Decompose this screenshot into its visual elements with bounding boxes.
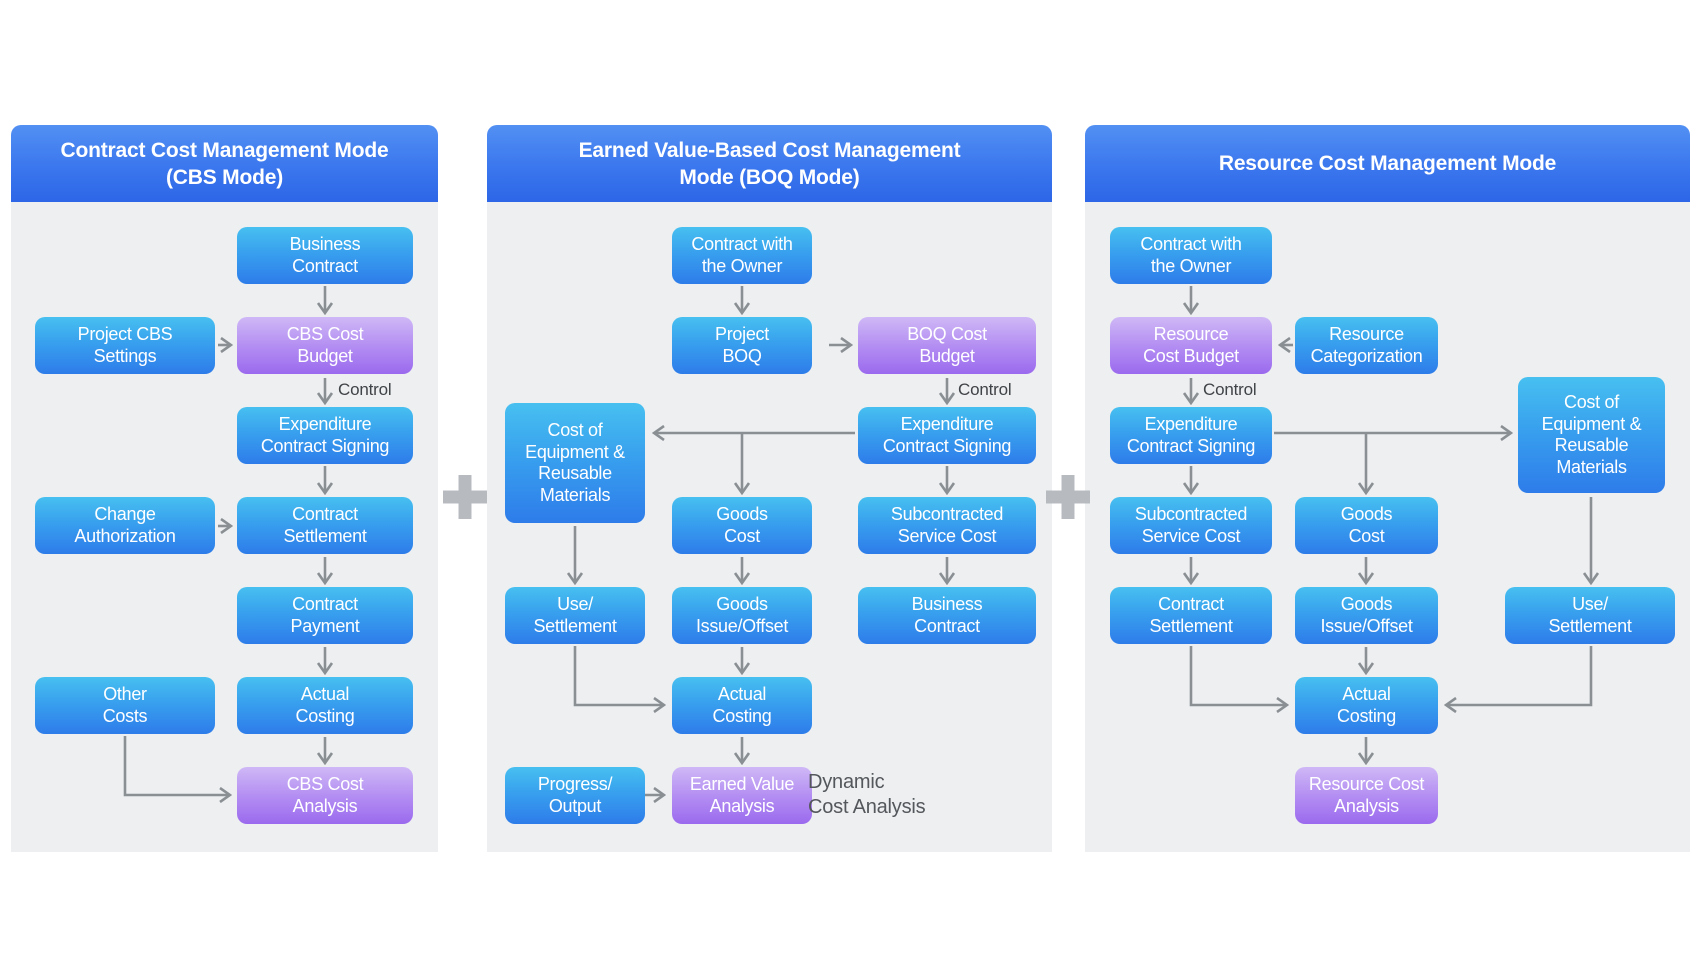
- node-subcontracted-service-cost: Subcontracted Service Cost: [858, 497, 1036, 554]
- node-cost-of-equipment: Cost of Equipment & Reusable Materials: [505, 403, 645, 523]
- node-contract-payment: Contract Payment: [237, 587, 413, 644]
- node-subcontracted-service-cost-3: Subcontracted Service Cost: [1110, 497, 1272, 554]
- node-goods-issue-offset: Goods Issue/Offset: [672, 587, 812, 644]
- node-expenditure-contract-signing-3: Expenditure Contract Signing: [1110, 407, 1272, 464]
- node-goods-issue-offset-3: Goods Issue/Offset: [1295, 587, 1438, 644]
- node-cost-of-equipment-3: Cost of Equipment & Reusable Materials: [1518, 377, 1665, 493]
- node-resource-cost-budget: Resource Cost Budget: [1110, 317, 1272, 374]
- control-label: Control: [1203, 380, 1257, 399]
- node-expenditure-contract-signing: Expenditure Contract Signing: [237, 407, 413, 464]
- node-progress-output: Progress/ Output: [505, 767, 645, 824]
- node-project-cbs-settings: Project CBS Settings: [35, 317, 215, 374]
- node-cbs-cost-budget: CBS Cost Budget: [237, 317, 413, 374]
- node-use-settlement: Use/ Settlement: [505, 587, 645, 644]
- plus-icon: [1046, 475, 1090, 519]
- node-expenditure-contract-signing: Expenditure Contract Signing: [858, 407, 1036, 464]
- panel-title-cbs-mode: Contract Cost Management Mode (CBS Mode): [11, 125, 438, 202]
- node-earned-value-analysis: Earned Value Analysis: [672, 767, 812, 824]
- panel-title-resource-mode: Resource Cost Management Mode: [1085, 125, 1690, 202]
- node-other-costs: Other Costs: [35, 677, 215, 734]
- node-use-settlement-3: Use/ Settlement: [1505, 587, 1675, 644]
- control-label: Control: [958, 380, 1012, 399]
- panel-title-boq-mode: Earned Value-Based Cost Management Mode …: [487, 125, 1052, 202]
- node-contract-with-owner: Contract with the Owner: [672, 227, 812, 284]
- node-resource-cost-analysis: Resource Cost Analysis: [1295, 767, 1438, 824]
- node-contract-with-owner-3: Contract with the Owner: [1110, 227, 1272, 284]
- node-cbs-cost-analysis: CBS Cost Analysis: [237, 767, 413, 824]
- node-change-authorization: Change Authorization: [35, 497, 215, 554]
- node-actual-costing-3: Actual Costing: [1295, 677, 1438, 734]
- plus-icon: [443, 475, 487, 519]
- node-goods-cost: Goods Cost: [672, 497, 812, 554]
- node-actual-costing: Actual Costing: [237, 677, 413, 734]
- node-business-contract: Business Contract: [237, 227, 413, 284]
- control-label: Control: [338, 380, 392, 399]
- node-contract-settlement-3: Contract Settlement: [1110, 587, 1272, 644]
- node-business-contract-2: Business Contract: [858, 587, 1036, 644]
- node-contract-settlement: Contract Settlement: [237, 497, 413, 554]
- node-boq-cost-budget: BOQ Cost Budget: [858, 317, 1036, 374]
- dynamic-cost-analysis-label: Dynamic Cost Analysis: [808, 771, 926, 818]
- node-actual-costing-2: Actual Costing: [672, 677, 812, 734]
- node-resource-categorization: Resource Categorization: [1295, 317, 1438, 374]
- node-goods-cost-3: Goods Cost: [1295, 497, 1438, 554]
- node-project-boq: Project BOQ: [672, 317, 812, 374]
